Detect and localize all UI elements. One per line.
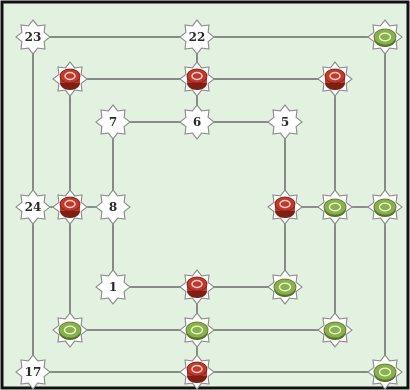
point-star-marker <box>179 19 215 55</box>
piece-ring <box>378 202 392 212</box>
piece-top <box>373 28 397 46</box>
green-piece[interactable] <box>323 321 347 340</box>
board-point-22[interactable]: 22 <box>179 19 215 55</box>
piece-top <box>186 361 208 377</box>
board-point-14[interactable] <box>179 61 215 97</box>
board-point-5[interactable]: 5 <box>267 104 303 140</box>
point-star-marker <box>95 104 131 140</box>
board-point-17[interactable]: 17 <box>15 354 51 390</box>
piece-ring <box>329 71 341 81</box>
point-number-label: 8 <box>109 200 117 214</box>
board-point-8[interactable]: 8 <box>95 189 131 225</box>
board-point-13[interactable] <box>317 61 353 97</box>
red-piece[interactable] <box>274 196 296 218</box>
point-star-marker <box>15 354 51 390</box>
board-point-24[interactable]: 24 <box>15 189 51 225</box>
red-piece[interactable] <box>324 68 346 90</box>
piece-ring <box>191 279 203 289</box>
board-point-9[interactable] <box>52 312 88 348</box>
red-piece[interactable] <box>186 68 208 90</box>
board-points: 1 5 6 7 8 17 22 23 24 <box>15 19 403 390</box>
board-point-6[interactable]: 6 <box>179 104 215 140</box>
piece-top <box>186 68 208 84</box>
board-point-16[interactable] <box>52 189 88 225</box>
piece-ring <box>328 325 342 335</box>
red-piece[interactable] <box>186 276 208 298</box>
piece-ring <box>63 325 77 335</box>
piece-ring <box>190 325 204 335</box>
red-piece[interactable] <box>186 361 208 383</box>
board-point-10[interactable] <box>179 312 215 348</box>
point-star-marker <box>179 104 215 140</box>
point-number-label: 6 <box>193 115 201 129</box>
board-point-11[interactable] <box>317 312 353 348</box>
point-number-label: 17 <box>25 365 42 379</box>
board-point-15[interactable] <box>52 61 88 97</box>
piece-ring <box>64 199 76 209</box>
point-number-label: 24 <box>25 200 42 214</box>
point-star-marker <box>15 189 51 225</box>
board-point-21[interactable] <box>367 19 403 55</box>
point-number-label: 1 <box>109 280 117 294</box>
point-star-marker <box>267 104 303 140</box>
piece-top <box>323 198 347 216</box>
piece-top <box>59 68 81 84</box>
point-number-label: 7 <box>109 115 117 129</box>
piece-top <box>274 196 296 212</box>
piece-top <box>186 276 208 292</box>
piece-ring <box>191 364 203 374</box>
piece-top <box>373 363 397 381</box>
piece-ring <box>279 199 291 209</box>
board-point-3[interactable] <box>267 269 303 305</box>
point-number-label: 23 <box>25 30 42 44</box>
red-piece[interactable] <box>59 196 81 218</box>
board-point-1[interactable]: 1 <box>95 269 131 305</box>
piece-top <box>273 278 297 296</box>
point-star-marker <box>15 19 51 55</box>
point-star-marker <box>95 269 131 305</box>
board-point-20[interactable] <box>367 189 403 225</box>
piece-top <box>323 321 347 339</box>
board-point-12[interactable] <box>317 189 353 225</box>
piece-ring <box>278 282 292 292</box>
green-piece[interactable] <box>373 363 397 382</box>
piece-top <box>58 321 82 339</box>
board-point-4[interactable] <box>267 189 303 225</box>
piece-top <box>373 198 397 216</box>
board-point-18[interactable] <box>179 354 215 390</box>
green-piece[interactable] <box>323 198 347 217</box>
board-point-2[interactable] <box>179 269 215 305</box>
piece-top <box>59 196 81 212</box>
piece-ring <box>378 32 392 42</box>
piece-ring <box>191 71 203 81</box>
point-star-marker <box>95 189 131 225</box>
piece-top <box>185 321 209 339</box>
board-point-23[interactable]: 23 <box>15 19 51 55</box>
point-number-label: 5 <box>281 115 289 129</box>
point-number-label: 22 <box>189 30 206 44</box>
piece-ring <box>64 71 76 81</box>
board-point-19[interactable] <box>367 354 403 390</box>
red-piece[interactable] <box>59 68 81 90</box>
piece-top <box>324 68 346 84</box>
piece-ring <box>328 202 342 212</box>
green-piece[interactable] <box>58 321 82 340</box>
board-point-7[interactable]: 7 <box>95 104 131 140</box>
green-piece[interactable] <box>373 28 397 47</box>
green-piece[interactable] <box>273 278 297 297</box>
piece-ring <box>378 367 392 377</box>
green-piece[interactable] <box>373 198 397 217</box>
green-piece[interactable] <box>185 321 209 340</box>
